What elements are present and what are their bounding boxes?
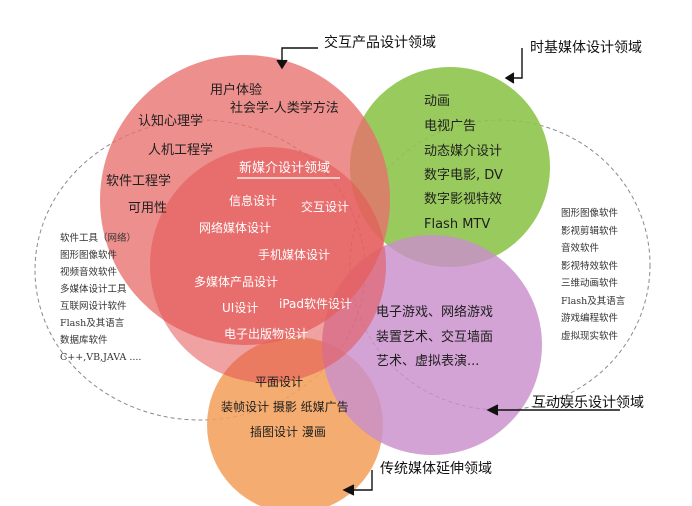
timebased-circle	[350, 67, 550, 267]
traditional-callout	[342, 470, 373, 496]
entertainment-item: 电子游戏、网络游戏	[376, 305, 494, 320]
core-item: 多媒体产品设计	[194, 275, 279, 289]
right-tool-item: 游戏编程软件	[561, 313, 619, 324]
timebased-item: Flash MTV	[424, 217, 491, 232]
interaction-item: 人机工程学	[148, 143, 214, 158]
left-tool-item: 视频音效软件	[60, 267, 118, 278]
core-item: 交互设计	[301, 200, 350, 214]
timebased-item: 动态媒介设计	[424, 144, 503, 159]
interaction-item: 认知心理学	[138, 114, 204, 129]
left-tool-item: 互联网设计软件	[60, 301, 127, 312]
timebased-callout	[504, 48, 523, 84]
core-item: 网络媒体设计	[199, 221, 272, 235]
timebased-item: 电视广告	[424, 119, 477, 134]
left-tool-item: 多媒体设计工具	[60, 284, 127, 295]
interaction-item: 可用性	[128, 201, 168, 216]
entertainment-region-label: 互动娱乐设计领域	[532, 395, 644, 411]
left-tool-item: 数据库软件	[60, 335, 108, 346]
right-tool-item: 影视剪辑软件	[561, 225, 619, 237]
left-tool-item: C++,VB,JAVA ....	[60, 352, 142, 363]
left-tools-list: 软件工具（网络） 图形图像软件 视频音效软件 多媒体设计工具 互联网设计软件 F…	[60, 234, 141, 370]
left-tool-item: Flash及其语言	[60, 318, 125, 329]
right-tool-item: 三维动画软件	[561, 278, 619, 289]
entertainment-item: 装置艺术、交互墙面	[376, 330, 494, 345]
core-circle	[150, 147, 386, 383]
right-tools-list: 图形图像软件 影视剪辑软件 音效软件 影视特效软件 三维动画软件 Flash及其…	[561, 209, 625, 349]
right-tool-item: 音效软件	[561, 243, 600, 254]
interaction-item: 社会学-人类学方法	[230, 101, 339, 116]
interaction-item: 用户体验	[210, 83, 263, 98]
timebased-item: 数字影视特效	[424, 192, 503, 207]
core-item: 手机媒体设计	[258, 248, 331, 262]
right-tool-item: 图形图像软件	[561, 208, 619, 219]
core-item: iPad软件设计	[279, 297, 353, 311]
traditional-item: 装帧设计 摄影 纸媒广告	[221, 400, 349, 414]
core-item: 信息设计	[229, 194, 278, 208]
traditional-item: 插图设计 漫画	[250, 425, 326, 439]
traditional-region-label: 传统媒体延伸领域	[380, 461, 492, 477]
interaction-item: 软件工程学	[106, 174, 172, 189]
core-item: 电子出版物设计	[224, 327, 309, 341]
entertainment-item: 艺术、虚拟表演...	[376, 354, 480, 369]
right-tool-item: 影视特效软件	[561, 260, 619, 272]
interaction-region-label: 交互产品设计领域	[324, 35, 436, 51]
right-tool-item: 虚拟现实软件	[561, 330, 619, 342]
left-tool-item: 软件工具（网络）	[60, 233, 137, 244]
timebased-region-label: 时基媒体设计领域	[530, 40, 642, 56]
interaction-callout	[276, 47, 318, 70]
traditional-item: 平面设计	[255, 375, 304, 389]
timebased-item: 数字电影, DV	[424, 168, 503, 183]
core-item: UI设计	[222, 301, 259, 315]
core-title: 新媒介设计领域	[239, 161, 331, 176]
left-tool-item: 图形图像软件	[60, 250, 118, 261]
right-tool-item: Flash及其语言	[561, 295, 626, 307]
entertainment-callout	[486, 404, 620, 416]
timebased-item: 动画	[424, 94, 451, 109]
